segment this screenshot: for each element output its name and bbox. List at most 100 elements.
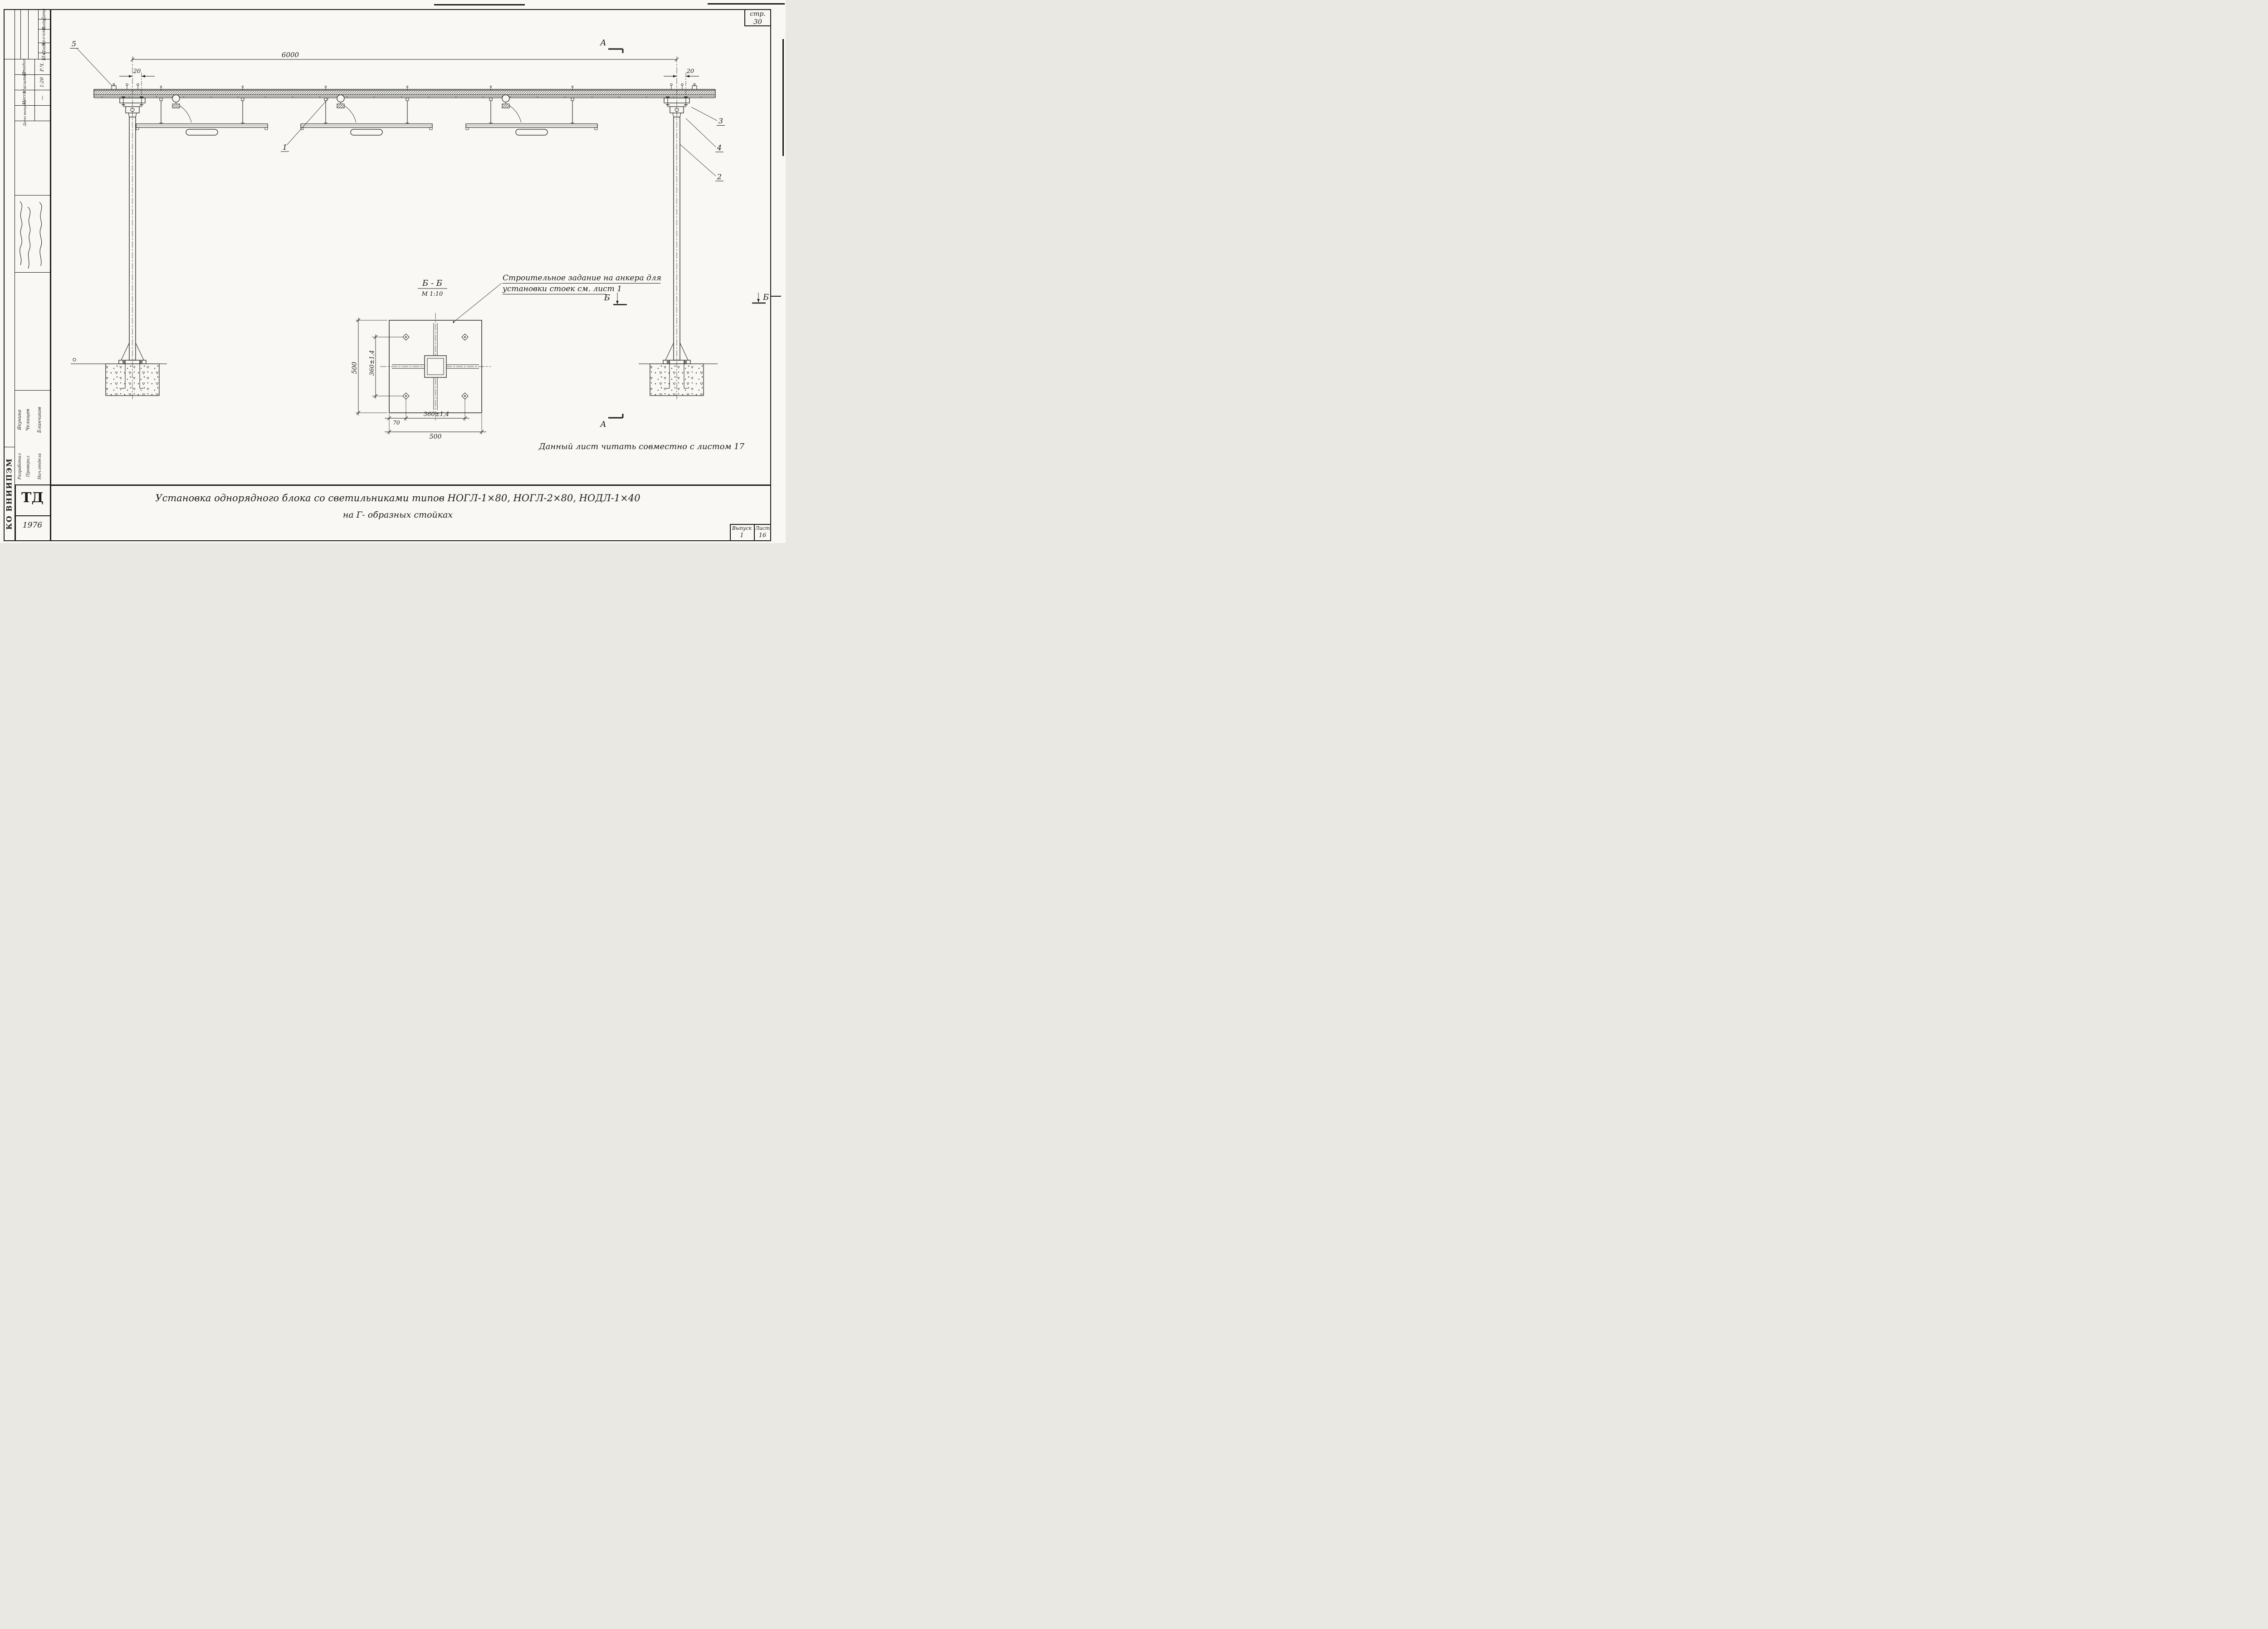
lamp-tube	[186, 129, 218, 136]
beam-end-stop-right	[692, 83, 697, 90]
field-issuedate-value	[35, 106, 50, 121]
callout-label: 2	[717, 172, 722, 181]
fold-mark-right-edge	[782, 39, 784, 156]
strip-hline	[15, 195, 50, 196]
detail-dim-bolts-bottom: 360±1,4	[424, 411, 449, 418]
beam-fixing-ticks	[102, 96, 701, 98]
person-role: Разработал	[18, 453, 22, 479]
person-name: Челищев	[25, 408, 31, 431]
drop-wire	[344, 105, 357, 123]
signature-scribble	[27, 206, 31, 269]
drawing-sheet: Дата Подп. Кол-изм. Подп. Шм. Стадия Р.Ч…	[0, 0, 786, 543]
fold-mark-right-mid	[771, 296, 781, 297]
page-label: стр.	[750, 10, 766, 18]
sheet-label: Лист	[755, 525, 770, 531]
section-mark-a-bottom: А	[599, 414, 624, 429]
strip-hline	[15, 390, 50, 391]
companion-note: Данный лист читать совместно с листом 17	[538, 442, 745, 451]
field-mass-value: —	[35, 90, 50, 105]
beam-end-stop-left	[111, 83, 117, 90]
anchor-note: Строительное задание на анкера для устан…	[453, 274, 661, 323]
field-scale-value: 1:20	[35, 75, 50, 90]
field-value: 1:20	[40, 77, 45, 88]
column-base-left	[71, 342, 167, 396]
field-value: Р.Ч.	[39, 62, 45, 72]
suspension-box	[337, 94, 345, 103]
doc-code-box	[15, 484, 50, 541]
detail-dim-edge: 70	[393, 420, 400, 426]
column-left	[129, 56, 136, 399]
stamp-role-2: Проверил	[24, 448, 32, 484]
section-label: А	[599, 420, 606, 429]
section-label: Б	[763, 293, 769, 302]
luminaire-3	[465, 94, 598, 136]
callout-5: 5	[70, 39, 112, 86]
sheet-frame	[4, 9, 771, 541]
dim-span-label: 6000	[282, 51, 299, 59]
suspension-box	[172, 94, 180, 103]
suspension-box	[502, 94, 510, 103]
fold-mark-top-left	[434, 4, 525, 5]
signature-scribble	[20, 201, 23, 265]
strip-divider-rev3	[38, 10, 39, 59]
drop-wire	[509, 105, 522, 123]
doc-code-divider	[15, 515, 50, 516]
column-right	[673, 56, 680, 399]
callout-label: 5	[72, 39, 76, 48]
field-issuedate-label: Дата выпуска	[15, 100, 34, 126]
beam-track	[93, 83, 716, 98]
org-name-label: КО ВНИИПЭМ	[5, 457, 14, 530]
rev-col-izm: Шм.	[39, 51, 50, 61]
dimension-offset-right: 20	[664, 68, 699, 99]
detail-title: Б - Б	[422, 279, 442, 288]
issue-number: 1	[740, 532, 744, 539]
callout-label: 4	[717, 143, 722, 152]
person-role: Проверил	[26, 455, 31, 477]
stamp-name-1: Якунина	[16, 393, 24, 446]
caption-band-top-line	[51, 484, 771, 486]
main-drawing: 6000 20 20	[70, 38, 769, 451]
sheet-caption-line1: Установка однорядного блока со светильни…	[155, 493, 640, 504]
strip-hline	[15, 105, 50, 106]
luminaire-2	[300, 94, 433, 136]
field-stage-value: Р.Ч.	[35, 59, 50, 74]
section-mark-b-outer: Б	[752, 293, 769, 304]
detail-dim-bolts: 360±1,4	[369, 350, 376, 376]
sheet-caption-line2: на Г- образных стойках	[342, 510, 453, 520]
strip-divider-rev1	[20, 10, 21, 59]
stamp-role-1: Разработал	[16, 448, 24, 484]
lamp-tube	[515, 129, 548, 136]
detail-dim-side-bottom: 500	[430, 433, 442, 440]
detail-scale: М 1:10	[421, 291, 443, 298]
section-label: А	[599, 38, 606, 48]
person-name: Блинчиков	[37, 406, 43, 433]
dimension-span: 6000	[130, 51, 679, 62]
anchor-bolts-left	[122, 360, 143, 389]
callout-4: 4	[685, 118, 723, 152]
rev-col-qty: Кол-изм.	[39, 26, 50, 45]
detail-dimensions	[356, 318, 486, 435]
column-bracket-left	[119, 97, 146, 117]
dimension-offset-left: 20	[119, 68, 155, 99]
page-number: 30	[753, 18, 763, 26]
strip-hline	[15, 272, 50, 273]
issue-sheet-divider	[754, 524, 755, 541]
lamp-tube	[350, 129, 383, 136]
stamp-name-3: Блинчиков	[36, 393, 44, 446]
doc-code: ТД	[21, 490, 44, 506]
field-scale-label: Масштаб	[15, 72, 34, 93]
strip-hline	[15, 74, 50, 75]
hanger-studs	[160, 85, 574, 90]
foundation-left	[105, 363, 160, 396]
field-label: Дата выпуска	[23, 100, 27, 127]
strip-hline	[38, 19, 50, 20]
page-number-box	[744, 10, 771, 26]
callout-3: 3	[691, 107, 725, 126]
section-mark-a-top: А	[599, 38, 624, 53]
doc-year: 1976	[22, 521, 43, 530]
callout-label: 1	[283, 143, 287, 152]
luminaire-1	[136, 94, 268, 136]
field-value: —	[40, 95, 45, 100]
callout-1: 1	[281, 98, 329, 152]
foundation-right	[650, 363, 704, 396]
